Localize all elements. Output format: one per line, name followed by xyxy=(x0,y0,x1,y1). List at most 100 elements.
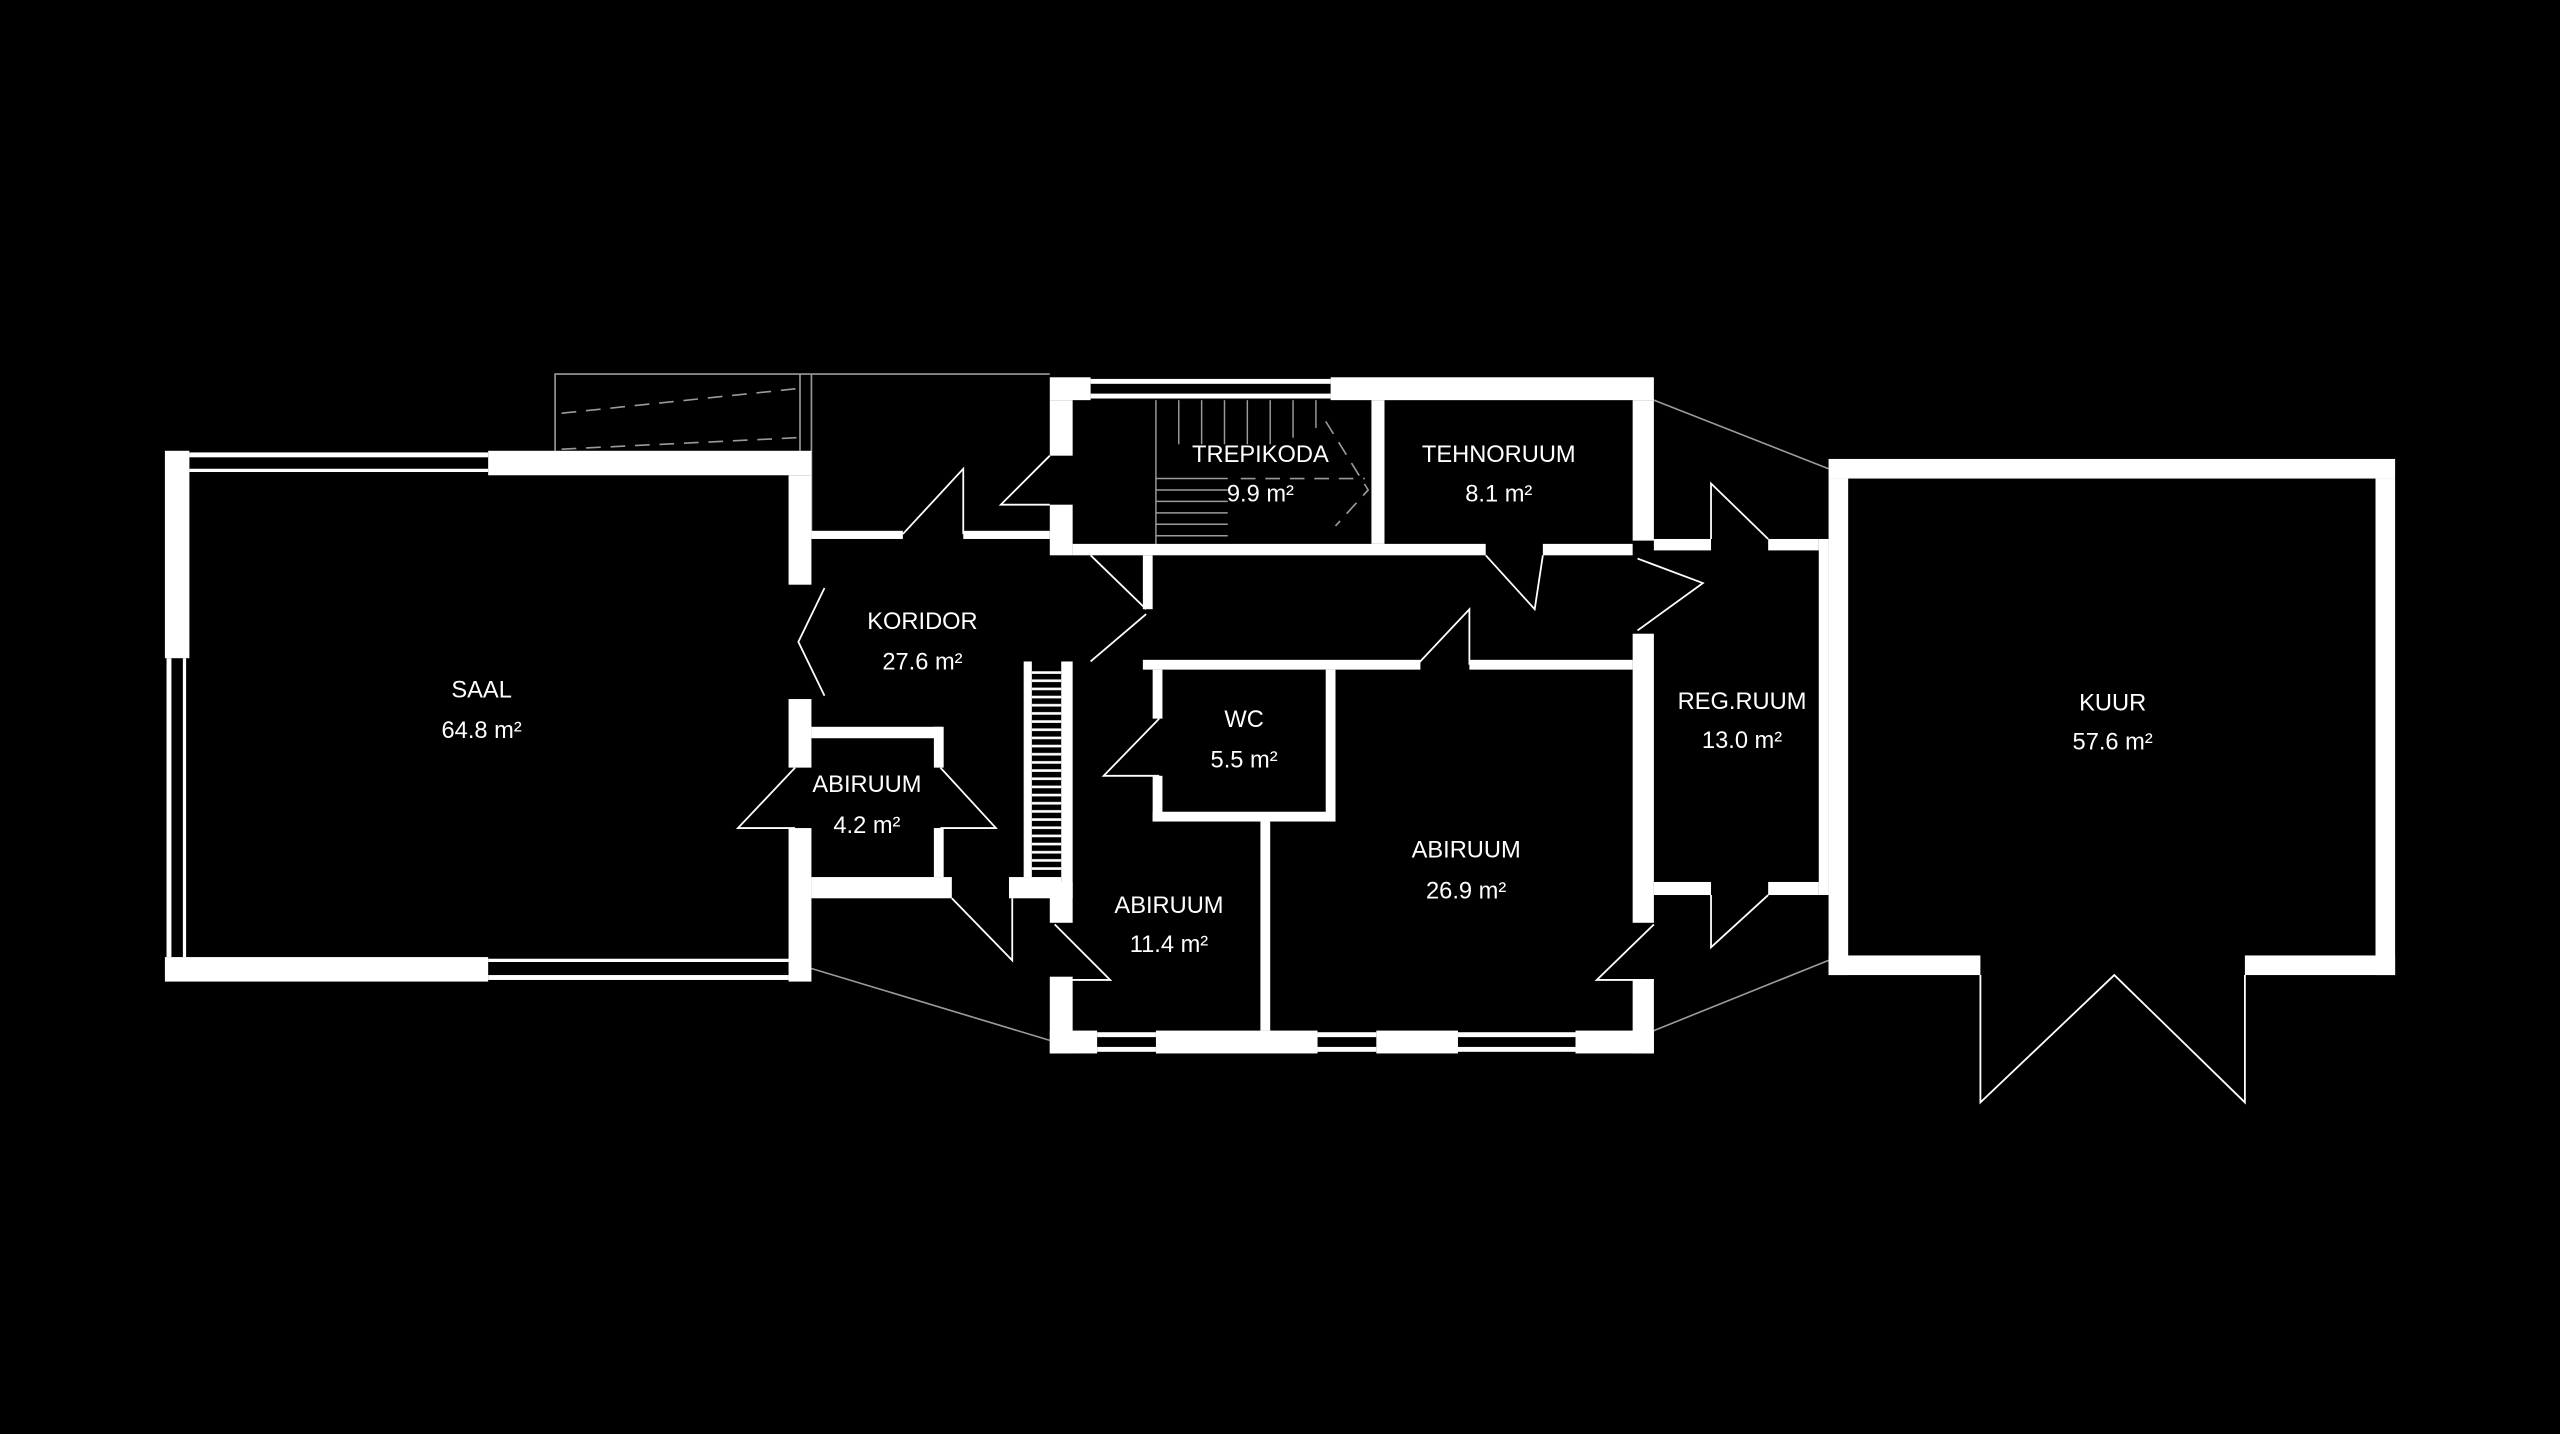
stair-lines xyxy=(1155,400,1370,546)
room-name-saal: SAAL xyxy=(451,677,511,703)
room-area-regruum: 13.0 m² xyxy=(1702,728,1782,754)
wall xyxy=(164,450,190,659)
window xyxy=(189,452,489,458)
walls xyxy=(164,377,2396,1054)
wall xyxy=(1371,400,1385,544)
wall xyxy=(1469,659,1633,670)
wall xyxy=(933,828,944,878)
door-swing xyxy=(1101,718,1160,777)
wall xyxy=(1542,543,1633,556)
wall xyxy=(488,450,812,476)
wall xyxy=(1575,1030,1654,1054)
wall xyxy=(1325,669,1336,822)
room-area-abiruum-large: 26.9 m² xyxy=(1426,878,1506,904)
wall xyxy=(1330,377,1654,401)
wall xyxy=(1828,955,1981,976)
door-swing xyxy=(1090,613,1147,663)
wall xyxy=(1023,661,1032,878)
room-name-regruum: REG.RUUM xyxy=(1678,689,1807,715)
connector-line xyxy=(811,967,1051,1042)
window xyxy=(1457,1046,1576,1052)
wall xyxy=(1049,504,1073,556)
door-swing xyxy=(951,897,1014,963)
room-name-trepikoda: TREPIKODA xyxy=(1192,442,1329,468)
window xyxy=(1090,393,1331,399)
room-area-trepikoda: 9.9 m² xyxy=(1227,481,1294,507)
wall xyxy=(1828,478,1849,976)
wall xyxy=(1768,881,1819,896)
wall xyxy=(1142,555,1153,610)
window xyxy=(488,958,789,962)
door-swing xyxy=(939,767,998,829)
wall xyxy=(1632,633,1654,923)
terrace-dashed-line xyxy=(561,387,797,415)
wall xyxy=(1061,661,1073,899)
wall xyxy=(1376,1030,1458,1054)
wall xyxy=(164,957,489,982)
wall xyxy=(1049,377,1091,401)
room-name-abiruum-large: ABIRUUM xyxy=(1412,837,1521,863)
wall xyxy=(1155,1030,1318,1054)
door-swing xyxy=(1637,557,1705,632)
door-swing xyxy=(998,455,1051,506)
garage-door-swing xyxy=(1979,973,2246,1105)
room-area-kuur: 57.6 m² xyxy=(2073,730,2153,756)
cabinet-hatch xyxy=(1031,669,1062,874)
wall xyxy=(788,828,812,982)
wall xyxy=(2244,955,2396,976)
wall xyxy=(1260,821,1271,1031)
wall xyxy=(933,726,944,768)
wall xyxy=(1828,458,2396,479)
window xyxy=(1317,1032,1377,1038)
door-swing xyxy=(1710,481,1769,540)
wall xyxy=(1049,400,1073,456)
terrace-outline xyxy=(554,373,812,451)
wall xyxy=(811,877,952,899)
room-area-abiruum-medium: 11.4 m² xyxy=(1130,932,1209,958)
door-swing xyxy=(1594,923,1655,981)
room-name-abiruum-small: ABIRUUM xyxy=(812,772,921,798)
stair-direction-line xyxy=(1325,420,1370,527)
wall xyxy=(1152,775,1163,822)
room-area-tehnoruum: 8.1 m² xyxy=(1465,481,1532,507)
wall xyxy=(2375,478,2396,976)
wall xyxy=(1152,669,1163,719)
connector-line xyxy=(1653,959,1829,1032)
door-swing xyxy=(1416,606,1471,666)
wall xyxy=(1152,811,1336,822)
door-swing xyxy=(1089,554,1147,610)
room-labels: TREPIKODA 9.9 m² TEHNORUUM 8.1 m² KORIDO… xyxy=(442,442,2153,958)
wall xyxy=(1142,659,1421,670)
room-area-wc: 5.5 m² xyxy=(1211,748,1278,774)
wall xyxy=(1768,538,1819,551)
door-swing xyxy=(1710,894,1769,950)
doors xyxy=(735,455,2246,1105)
door-swing xyxy=(1054,923,1113,981)
wall xyxy=(1008,877,1062,899)
window xyxy=(182,658,187,958)
room-area-koridor: 27.6 m² xyxy=(882,650,962,676)
window xyxy=(189,468,489,473)
room-name-kuur: KUUR xyxy=(2079,690,2146,716)
room-area-abiruum-small: 4.2 m² xyxy=(833,813,900,839)
wall xyxy=(1072,543,1486,556)
door-swing xyxy=(1485,554,1544,612)
window xyxy=(1090,378,1331,384)
room-name-abiruum-medium: ABIRUUM xyxy=(1114,893,1223,919)
connector-line xyxy=(1653,399,1829,470)
room-name-wc: WC xyxy=(1224,707,1263,733)
window xyxy=(1317,1046,1377,1052)
wall xyxy=(811,530,903,539)
room-area-saal: 64.8 m² xyxy=(442,718,522,744)
wall xyxy=(811,726,943,739)
wall xyxy=(1653,538,1712,551)
door-swing xyxy=(797,587,826,697)
window xyxy=(488,975,789,980)
wall xyxy=(1049,1030,1098,1054)
wall xyxy=(1049,881,1073,923)
door-swing xyxy=(902,466,965,535)
room-name-koridor: KORIDOR xyxy=(867,609,977,635)
window xyxy=(166,658,172,958)
